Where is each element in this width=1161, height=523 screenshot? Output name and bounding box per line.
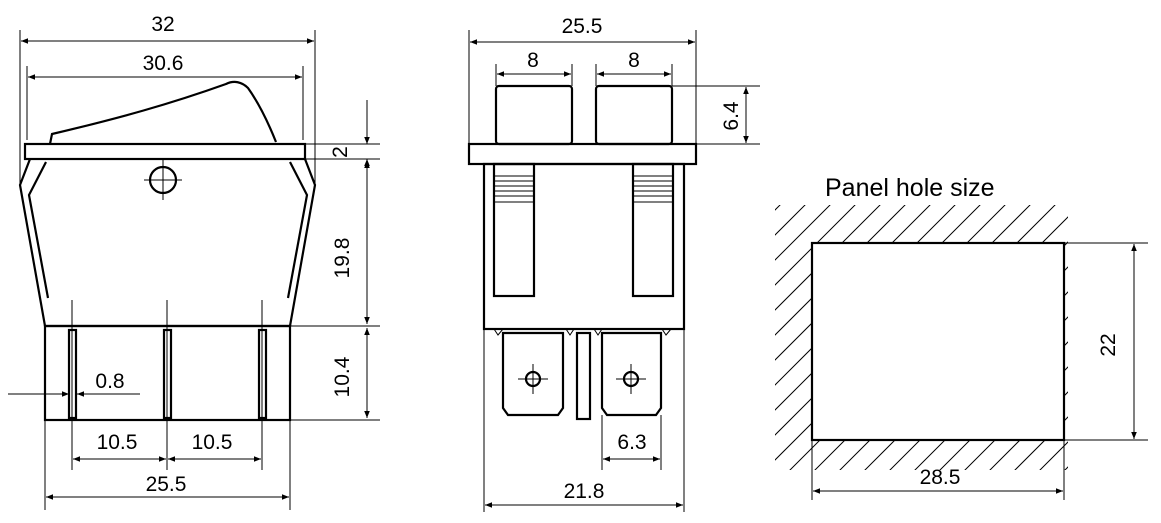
panel-hole-outline xyxy=(810,241,1066,442)
dim-side-terminal-height: 10.4 xyxy=(331,356,354,397)
dim-side-pitch-left: 10.5 xyxy=(97,431,138,454)
dim-front-rocker-left: 8 xyxy=(527,49,539,72)
dim-front-base-width: 21.8 xyxy=(564,480,605,503)
dim-side-base-width: 25.5 xyxy=(146,473,187,496)
front-flange xyxy=(467,142,698,166)
front-rocker-right xyxy=(594,84,674,146)
panel-hole-title: Panel hole size xyxy=(825,174,995,202)
dim-side-terminal-thickness: 0.8 xyxy=(95,370,124,393)
side-clip-left xyxy=(27,161,50,299)
front-terminal-left xyxy=(501,331,565,417)
dim-side-body-height: 19.8 xyxy=(331,238,354,279)
front-body xyxy=(482,162,686,331)
front-clip-right xyxy=(631,162,675,298)
front-terminal-center xyxy=(575,331,592,421)
dim-side-flange: 2 xyxy=(329,146,352,158)
side-flange xyxy=(23,142,307,161)
front-view: 25.5 8 8 6.4 6.3 21.8 xyxy=(467,15,760,512)
dim-side-body-width: 30.6 xyxy=(143,52,184,75)
dim-front-terminal-width: 6.3 xyxy=(617,431,646,454)
dim-panel-width: 28.5 xyxy=(920,466,961,489)
dim-side-pitch-right: 10.5 xyxy=(192,431,233,454)
dim-panel-height: 22 xyxy=(1097,333,1120,356)
dim-front-width: 25.5 xyxy=(562,15,603,38)
dim-front-rocker-right: 8 xyxy=(628,49,640,72)
dim-front-rocker-height: 6.4 xyxy=(720,101,743,131)
side-view: 32 30.6 2 19.8 10.4 0.8 10.5 10.5 25.5 xyxy=(8,13,380,510)
front-clip-left xyxy=(492,162,536,298)
side-clip-right xyxy=(286,161,309,299)
front-rocker-left xyxy=(494,84,574,146)
panel-hole-view: Panel hole size 22 28.5 xyxy=(775,174,1148,500)
side-rocker xyxy=(48,80,278,145)
front-terminal-right xyxy=(600,331,663,417)
dim-side-width: 32 xyxy=(151,13,174,36)
